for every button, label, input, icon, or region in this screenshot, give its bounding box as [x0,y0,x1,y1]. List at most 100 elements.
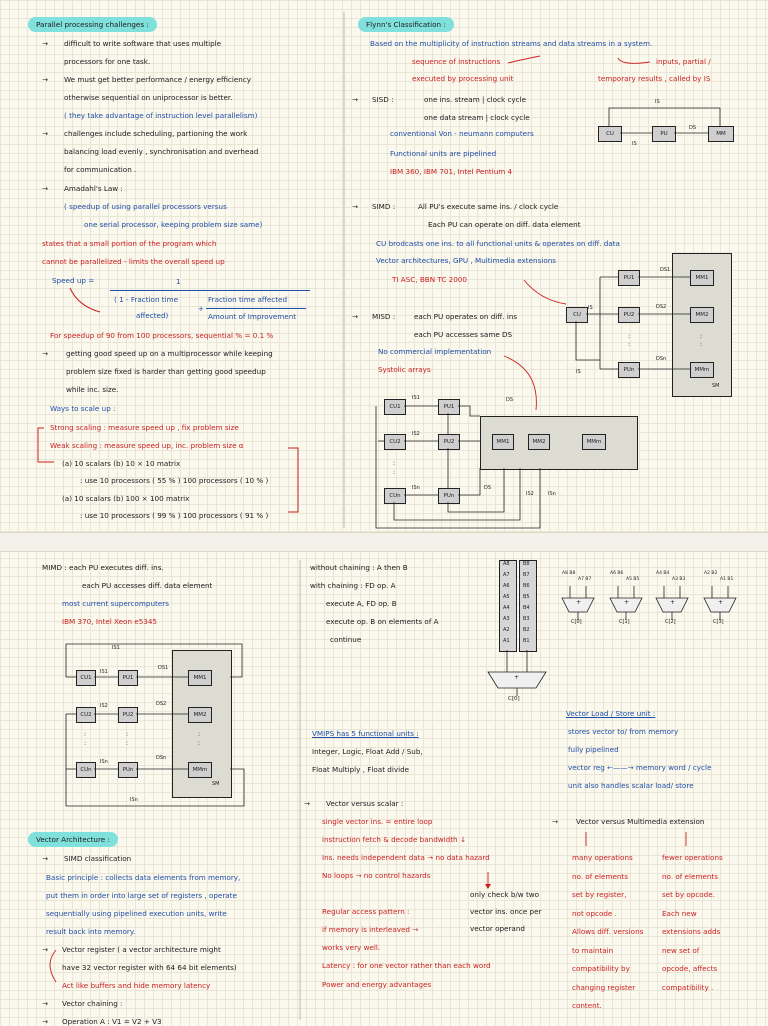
text-line: stores vector to/ from memory [568,727,679,736]
text-line: executed by processing unit [412,74,514,83]
diagram-label: DS1 [158,665,169,671]
diagram-label: DS1 [660,267,671,273]
mimd-pu-box: PU1 [118,670,138,686]
diagram-label: DS2 [656,304,667,310]
diagram-label: IS2 [412,431,420,437]
vector-annotation [49,949,57,983]
diagram-label: IS1 [412,395,420,401]
sisd-pu-box: PU [652,126,676,142]
misd-pu-box: PU2 [438,434,460,450]
text-line: Strong scaling : measure speed up , fix … [50,423,239,432]
text-line: ( speedup of using parallel processors v… [64,202,227,211]
text-line: while inc. size. [66,385,119,394]
text-line: sequentially using pipelined execution u… [46,909,227,918]
text-line: → [42,945,49,954]
page-separator [0,532,768,552]
text-line: have 32 vector register with 64 64 bit e… [62,963,237,972]
svg-text::: : [198,740,200,747]
comparison-item: to maintain [572,945,614,955]
diagram-label: SM [212,781,220,787]
svg-text::: : [628,341,630,348]
diagram-label: SM [712,383,720,389]
formula-term: Amount of Improvement [208,312,297,321]
svg-text::: : [447,469,449,476]
text-line: : use 10 processors ( 99 % ) 100 process… [80,511,269,520]
text-line: one ins. stream | clock cycle [424,95,527,104]
adder-unit-symbol: + [576,599,582,606]
mimd-mm-box: MM1 [188,670,212,686]
comparison-item: no. of elements [662,871,718,881]
text-line: → [352,312,359,321]
sisd-label: SISD : [372,95,394,104]
adder-units [561,586,737,620]
section-title-vector: Vector Architecture : [28,832,118,847]
text-line: vector ins. once per [470,907,542,916]
sisd-cu-box: CU [598,126,622,142]
text-line: → [552,817,559,826]
text-line: TI ASC, BBN TC 2000 [392,275,467,284]
text-line: difficult to write software that uses mu… [64,39,222,48]
section-title-flynn: Flynn's Classification : [358,17,454,32]
text-line: unit also handles scalar load/ store [568,781,694,790]
diagram-label: DS [506,397,514,403]
text-line: → [42,129,49,138]
svg-text::: : [198,731,200,738]
misd-mm-box: MM1 [492,434,514,450]
svg-text::: : [126,740,128,747]
misd-pu-box: PUn [438,488,460,504]
mimd-cu-box: CU1 [76,670,96,686]
text-line: continue [330,635,362,644]
register-b-cell: B6 [523,583,530,589]
diagram-label: IS [588,305,593,311]
comparison-item: Allows diff. versions [572,927,644,936]
simd-mm-box: MM1 [690,270,714,286]
text-line: problem size fixed is harder than gettin… [66,367,266,376]
adder-unit-input-label: A8 B8 [562,571,576,576]
vector-adder [487,650,547,696]
text-line: Vector register ( a vector architecture … [62,945,221,954]
register-b-cell: B7 [523,572,530,578]
simd-pu-box: PUn [618,362,640,378]
text-line: execute op. B on elements of A [326,617,439,626]
text-line: IBM 360, IBM 701, Intel Pentium 4 [390,167,513,176]
adder-unit [703,597,737,613]
adder-unit [609,597,643,613]
register-b-cell: B1 [523,638,530,644]
adder-unit-input-label: A6 B6 [610,571,624,576]
text-line: Integer, Logic, Float Add / Sub, [312,747,423,756]
text-line: each PU accesses diff. data element [82,581,213,590]
text-line: execute A, FD op. B [326,599,397,608]
text-line: We must get better performance / energy … [64,75,252,84]
flynn-diagram-lines: : : : : : : : : [375,55,721,529]
fraction-bar [110,290,310,291]
register-a-cell: A8 [503,561,510,567]
comparison-item: extensions adds [662,927,721,936]
text-line: Functional units are pipelined [390,149,497,158]
diagram-label: ISn [412,485,420,491]
register-b-cell: B5 [523,594,530,600]
misd-label: MISD : [372,312,396,321]
text-line: Vector architectures, GPU , Multimedia e… [376,256,557,265]
text-line: No commercial implementation [378,347,492,356]
text-line: sequence of instructions [412,57,501,66]
middle-annotation [485,872,491,889]
left-annotations [37,12,345,528]
text-line: Basic principle : collects data elements… [46,873,241,882]
register-b-cell: B3 [523,616,530,622]
text-line: Vector versus scalar : [326,799,404,808]
bottom-dividers [299,560,301,1020]
text-line: (a) 10 scalars (b) 10 × 10 matrix [62,459,181,468]
diagram-label: DS2 [156,701,167,707]
section-title-parallel: Parallel processing challenges : [28,17,157,32]
svg-text::: : [393,460,395,467]
svg-text::: : [700,333,702,340]
text-line: → [42,999,49,1008]
text-line: result back into memory. [46,927,136,936]
text-line: → [42,1017,49,1026]
register-a-cell: A5 [503,594,510,600]
text-line: → [42,854,49,863]
formula-plus: + [198,304,205,313]
text-line: if memory is interleaved → [322,925,419,934]
text-line: Regular access pattern : [322,907,410,916]
text-line: fully pipelined [568,745,619,754]
